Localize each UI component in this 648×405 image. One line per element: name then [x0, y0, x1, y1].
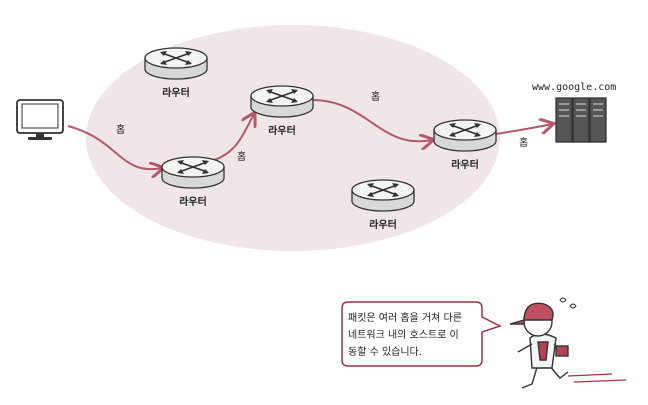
hop-label: 홉	[519, 136, 528, 149]
router: 라우터	[351, 179, 415, 231]
router: 라우터	[144, 47, 208, 99]
hop-label: 홉	[116, 123, 125, 136]
hop-path-3	[311, 99, 432, 141]
router: 라우터	[250, 85, 314, 137]
bubble-line: 네트워크 내의 호스트로 이	[348, 328, 459, 341]
bubble-line: 동할 수 있습니다.	[348, 346, 422, 358]
hop-label: 홉	[371, 90, 380, 103]
router-label: 라우터	[179, 195, 207, 208]
computer-icon	[16, 99, 64, 140]
router-label: 라우터	[451, 158, 479, 171]
bubble-line: 패킷은 여러 홉을 거쳐 다른	[348, 311, 462, 324]
hop-path-4	[495, 124, 552, 135]
speech-bubble: 패킷은 여러 홉을 거쳐 다른 네트워크 내의 호스트로 이 동할 수 있습니다…	[341, 301, 502, 367]
router-icon	[433, 119, 497, 152]
router-icon	[144, 47, 208, 80]
router-label: 라우터	[162, 86, 190, 99]
running-character-illustration	[509, 297, 627, 389]
hop-path-2	[213, 114, 254, 161]
router-icon	[250, 85, 314, 118]
router-icon	[351, 179, 415, 212]
hop-label: 홉	[237, 150, 246, 163]
router-label: 라우터	[268, 124, 296, 137]
router: 라우터	[433, 119, 497, 171]
router: 라우터	[161, 156, 225, 208]
packet-path	[67, 99, 552, 169]
router-label: 라우터	[369, 218, 397, 231]
router-icon	[161, 156, 225, 189]
server-icon	[555, 97, 607, 143]
server-url: www.google.com	[532, 82, 616, 93]
hop-path-1	[67, 125, 162, 169]
